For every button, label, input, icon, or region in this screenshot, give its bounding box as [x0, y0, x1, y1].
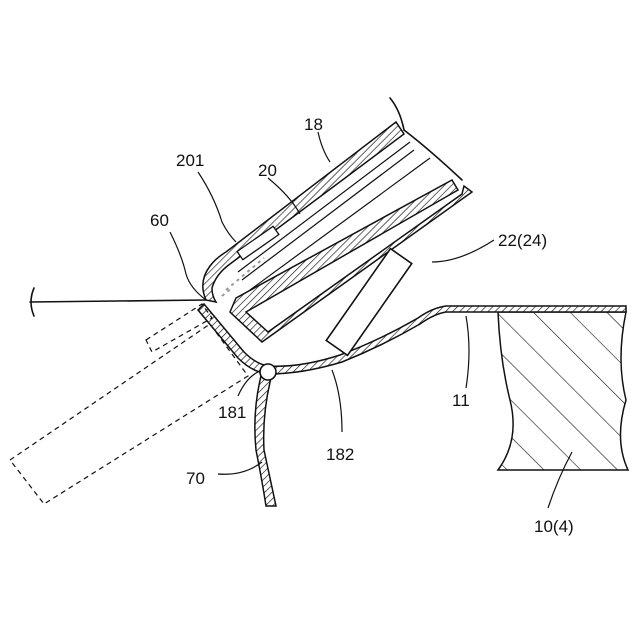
leader-22	[432, 240, 494, 262]
dashed-open-cover	[10, 324, 248, 504]
label-11: 11	[452, 391, 470, 410]
body-block-10	[498, 312, 628, 470]
leader-70	[218, 462, 262, 474]
leader-182	[332, 370, 342, 432]
hinge-181	[260, 364, 276, 380]
label-60: 60	[150, 211, 169, 230]
label-10-4: 10(4)	[534, 517, 574, 536]
label-181: 181	[218, 403, 246, 422]
leader-181	[238, 372, 258, 396]
label-22-24: 22(24)	[498, 231, 547, 250]
leader-201	[198, 172, 236, 242]
label-70: 70	[186, 469, 205, 488]
leader-60	[170, 232, 206, 300]
sight-line	[30, 300, 206, 302]
label-182: 182	[326, 445, 354, 464]
cover-18-right-edge	[404, 130, 462, 180]
strap-70	[255, 372, 276, 506]
label-201: 201	[176, 151, 204, 170]
leader-11	[466, 316, 469, 388]
label-20: 20	[258, 161, 277, 180]
label-18: 18	[304, 115, 323, 134]
leader-18	[318, 132, 330, 162]
